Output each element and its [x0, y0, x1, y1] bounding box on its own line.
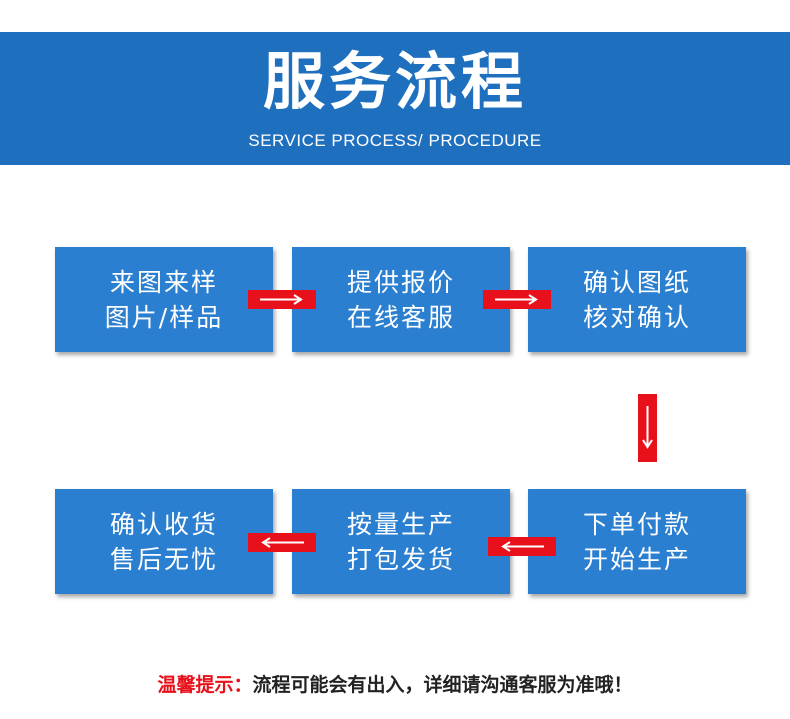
arrow-left-icon [248, 533, 316, 552]
notice: 温馨提示：流程可能会有出入，详细请沟通客服为准哦！ [0, 670, 790, 700]
step-4-line2: 开始生产 [582, 544, 691, 574]
step-2-line1: 提供报价 [346, 267, 455, 297]
page-title: 服务流程 [262, 45, 527, 118]
arrow-right-icon [248, 290, 316, 309]
step-5-line2: 打包发货 [346, 544, 455, 574]
step-6-line2: 售后无忧 [109, 544, 218, 574]
step-box-3: 确认图纸 核对确认 [528, 247, 746, 352]
step-box-5: 按量生产 打包发货 [292, 489, 510, 594]
step-box-1: 来图来样 图片/样品 [55, 247, 273, 352]
step-2-line2: 在线客服 [346, 302, 455, 332]
arrow-right-icon [483, 290, 551, 309]
step-1-line2: 图片/样品 [104, 302, 224, 332]
arrow-left-icon [488, 537, 556, 556]
header-banner: 服务流程 SERVICE PROCESS/ PROCEDURE [0, 32, 790, 165]
step-1-line1: 来图来样 [109, 267, 218, 297]
notice-label: 温馨提示： [157, 674, 253, 696]
step-box-6: 确认收货 售后无忧 [55, 489, 273, 594]
step-6-line1: 确认收货 [109, 509, 218, 539]
page-subtitle: SERVICE PROCESS/ PROCEDURE [248, 131, 542, 150]
step-3-line1: 确认图纸 [582, 267, 691, 297]
arrow-down-icon [638, 394, 657, 462]
step-3-line2: 核对确认 [582, 302, 691, 332]
step-box-4: 下单付款 开始生产 [528, 489, 746, 594]
step-5-line1: 按量生产 [346, 509, 455, 539]
step-4-line1: 下单付款 [582, 509, 691, 539]
notice-text: 流程可能会有出入，详细请沟通客服为准哦！ [252, 674, 633, 696]
step-box-2: 提供报价 在线客服 [292, 247, 510, 352]
